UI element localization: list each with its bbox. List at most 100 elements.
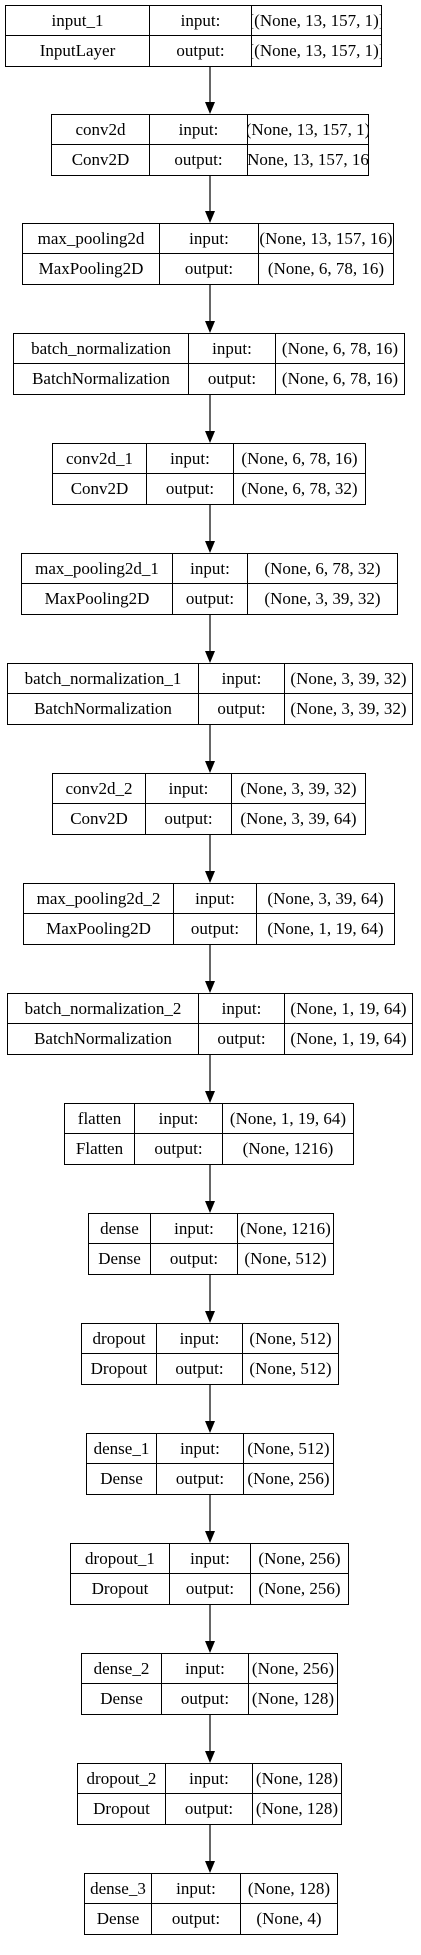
input-label: input: <box>160 224 259 254</box>
input-label: input: <box>147 444 234 474</box>
output-shape: (None, 3, 39, 32) <box>264 589 381 608</box>
layer-type: Conv2D <box>53 804 146 834</box>
input-shape: (None, 6, 78, 16) <box>234 444 365 474</box>
input-label: input: <box>157 1434 244 1464</box>
input-label: input: <box>152 1874 241 1904</box>
output-label: output: <box>160 254 259 284</box>
arrowhead-icon <box>205 321 215 333</box>
output-shape: [(None, 13, 157, 1)] <box>252 41 381 60</box>
output-shape: (None, 13, 157, 16) <box>248 150 368 169</box>
layer-type: Flatten <box>65 1134 135 1164</box>
input-shape: [(None, 13, 157, 1)] <box>252 6 381 36</box>
layer-name: batch_normalization_1 <box>8 664 199 694</box>
arrowhead-icon <box>205 211 215 223</box>
output-shape: (None, 6, 78, 32) <box>241 479 358 498</box>
input-label: input: <box>199 664 285 694</box>
output-label: output: <box>150 145 248 175</box>
layer-name: max_pooling2d_2 <box>24 884 174 914</box>
output-shape: (None, 256) <box>258 1579 341 1598</box>
layer-name: flatten <box>65 1104 135 1134</box>
output-shape: (None, 1, 19, 64) <box>290 1029 407 1048</box>
arrowhead-icon <box>205 431 215 443</box>
output-label: output: <box>151 1244 238 1274</box>
output-label: output: <box>135 1134 223 1164</box>
output-shape: (None, 512) <box>244 1249 327 1268</box>
layer-type: BatchNormalization <box>8 1024 199 1054</box>
arrowhead-icon <box>205 102 215 114</box>
input-label: input: <box>166 1764 253 1794</box>
output-shape: (None, 1, 19, 64) <box>267 919 384 938</box>
output-label: output: <box>147 474 234 504</box>
input-label: input: <box>174 884 257 914</box>
arrowhead-icon <box>205 1421 215 1433</box>
output-label: output: <box>199 694 285 724</box>
layer-type: Dense <box>87 1464 157 1494</box>
output-label: output: <box>170 1574 251 1604</box>
output-label: output: <box>150 36 252 66</box>
input-shape: (None, 3, 39, 32) <box>285 664 412 694</box>
input-shape: (None, 6, 78, 16) <box>276 334 404 364</box>
layer-type: Conv2D <box>53 474 147 504</box>
layer-type: Dropout <box>78 1794 166 1824</box>
layer-type: MaxPooling2D <box>24 914 174 944</box>
input-shape: (None, 128) <box>241 1874 337 1904</box>
arrowhead-icon <box>205 981 215 993</box>
input-label: input: <box>150 115 248 145</box>
arrowhead-icon <box>205 651 215 663</box>
arrowhead-icon <box>205 1861 215 1873</box>
arrowhead-icon <box>205 1641 215 1653</box>
layer-name: dense_1 <box>87 1434 157 1464</box>
output-shape: (None, 4) <box>256 1909 322 1928</box>
output-label: output: <box>173 584 248 614</box>
input-shape: (None, 13, 157, 1) <box>248 115 368 145</box>
output-label: output: <box>174 914 257 944</box>
layer-type: MaxPooling2D <box>23 254 160 284</box>
output-shape: (None, 512) <box>249 1359 332 1378</box>
layer-name: input_1 <box>6 6 150 36</box>
arrowhead-icon <box>205 1311 215 1323</box>
input-label: input: <box>150 6 252 36</box>
output-shape: (None, 128) <box>251 1689 335 1708</box>
output-shape: (None, 6, 78, 16) <box>267 259 385 278</box>
layer-name: conv2d_1 <box>53 444 147 474</box>
layer-name: dense_3 <box>85 1874 152 1904</box>
arrowhead-icon <box>205 761 215 773</box>
input-label: input: <box>170 1544 251 1574</box>
input-shape: (None, 13, 157, 16) <box>259 224 393 254</box>
arrowhead-icon <box>205 1751 215 1763</box>
input-shape: (None, 256) <box>251 1544 348 1574</box>
output-shape: (None, 128) <box>255 1799 339 1818</box>
output-label: output: <box>189 364 276 394</box>
layer-name: dropout_1 <box>71 1544 170 1574</box>
input-label: input: <box>199 994 285 1024</box>
input-shape: (None, 256) <box>249 1654 337 1684</box>
arrowhead-icon <box>205 871 215 883</box>
layer-name: conv2d_2 <box>53 774 146 804</box>
layer-type: Dense <box>85 1904 152 1934</box>
input-label: input: <box>189 334 276 364</box>
input-label: input: <box>135 1104 223 1134</box>
arrowhead-icon <box>205 1201 215 1213</box>
layer-type: InputLayer <box>6 36 150 66</box>
layer-type: Dense <box>82 1684 162 1714</box>
output-shape: (None, 6, 78, 16) <box>281 369 399 388</box>
layer-name: dense_2 <box>82 1654 162 1684</box>
layer-name: dropout <box>82 1324 157 1354</box>
arrowhead-icon <box>205 1531 215 1543</box>
input-shape: (None, 1, 19, 64) <box>223 1104 353 1134</box>
